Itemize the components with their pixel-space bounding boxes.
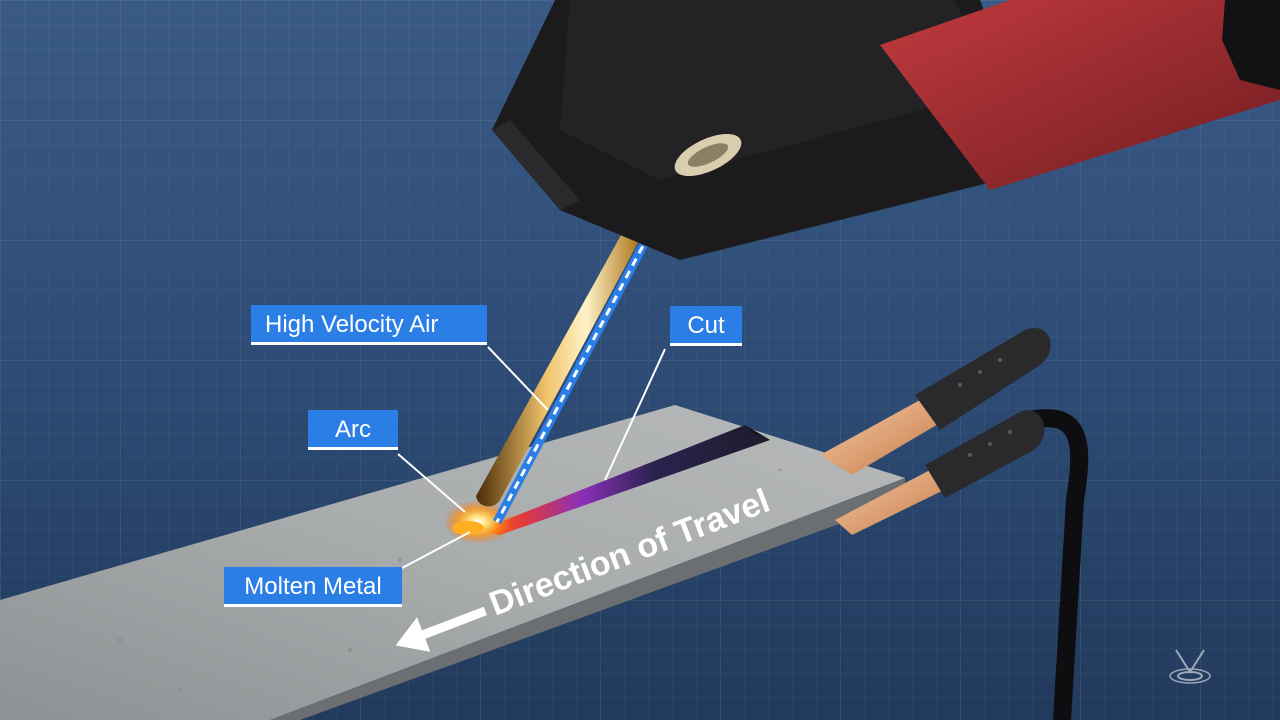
label-molten-metal: Molten Metal [224,567,402,607]
label-arc: Arc [308,410,398,450]
label-cut: Cut [670,306,742,346]
label-high-velocity-air: High Velocity Air [251,305,487,345]
molten-metal-pool [452,521,484,535]
direction-arrow-icon [395,606,487,652]
watermark-logo-icon [1169,649,1211,684]
ground-clamp [820,328,1051,535]
metal-plate [0,405,905,720]
leader-lines [397,346,666,569]
ground-cable [1021,409,1089,720]
cut-groove [480,425,770,535]
carbon-electrode [476,165,676,507]
torch-handle [880,0,1280,190]
